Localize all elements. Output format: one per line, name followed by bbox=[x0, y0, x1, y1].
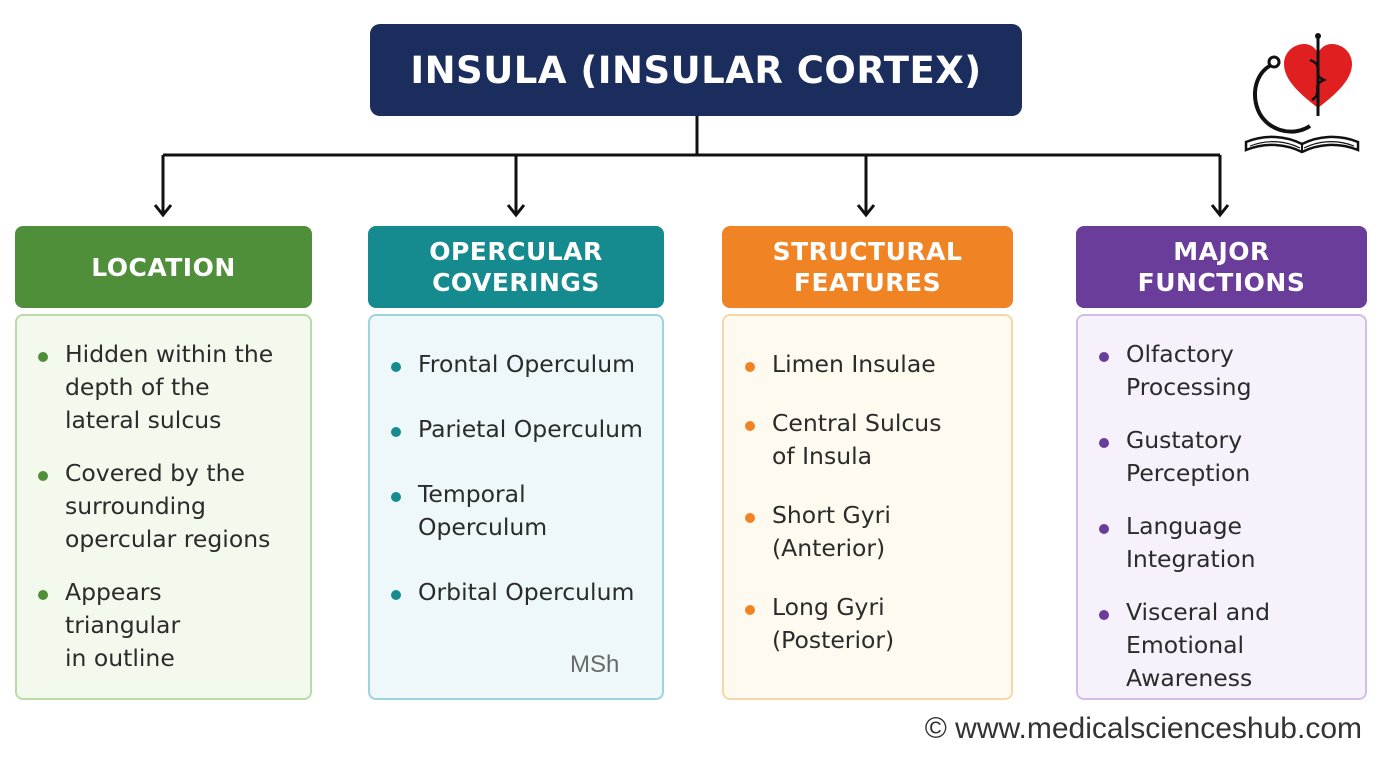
list-item-line: in outline bbox=[65, 644, 175, 672]
list-item-line: of Insula bbox=[772, 442, 873, 470]
list-item-line: Appears bbox=[65, 578, 162, 606]
list-item-line: lateral sulcus bbox=[65, 406, 222, 434]
bullet-dot-icon bbox=[391, 590, 401, 600]
bullet-dot-icon bbox=[745, 513, 755, 523]
list-item-line: triangular bbox=[65, 611, 181, 639]
list-item-line: Temporal Operculum bbox=[418, 480, 548, 541]
list-item-line: Covered by the bbox=[65, 459, 246, 487]
list-item-line: Hidden within the bbox=[65, 340, 274, 368]
list-item: Orbital Operculum bbox=[388, 576, 652, 609]
location-list: Hidden within the depth of the lateral sul… bbox=[35, 338, 300, 675]
list-item: Covered by the surrounding opercular regio… bbox=[35, 457, 300, 556]
list-item-line: (Posterior) bbox=[772, 626, 895, 654]
list-item-line: surrounding bbox=[65, 492, 206, 520]
list-item: Frontal Operculum bbox=[388, 348, 652, 381]
watermark: MSh bbox=[570, 651, 620, 678]
list-item-line: Frontal Operculum bbox=[418, 350, 635, 378]
list-item-line: Perception bbox=[1126, 459, 1251, 487]
bullet-dot-icon bbox=[38, 590, 48, 600]
bullet-dot-icon bbox=[391, 362, 401, 372]
bullet-dot-icon bbox=[1099, 610, 1109, 620]
list-item: Hidden within the depth of the lateral sul… bbox=[35, 338, 300, 437]
list-item: Limen Insulae bbox=[742, 348, 1001, 381]
bullet-dot-icon bbox=[391, 492, 401, 502]
list-item: Temporal Operculum bbox=[388, 478, 652, 544]
arrow-structural bbox=[856, 204, 876, 218]
list-item-line: Orbital Operculum bbox=[418, 578, 635, 606]
list-item-line: Visceral and bbox=[1126, 598, 1270, 626]
list-item-line: Awareness bbox=[1126, 664, 1253, 692]
list-item-line: Olfactory bbox=[1126, 340, 1234, 368]
diagram-title: INSULA (INSULAR CORTEX) bbox=[370, 24, 1022, 116]
bullet-dot-icon bbox=[1099, 524, 1109, 534]
location-panel: Hidden within the depth of the lateral sul… bbox=[15, 314, 312, 700]
list-item-line: Gustatory bbox=[1126, 426, 1243, 454]
bullet-dot-icon bbox=[745, 362, 755, 372]
list-item: Parietal Operculum bbox=[388, 413, 652, 446]
bullet-dot-icon bbox=[38, 471, 48, 481]
heart-caduceus-stethoscope-book-icon bbox=[1244, 33, 1360, 154]
bullet-dot-icon bbox=[745, 605, 755, 615]
list-item: Short Gyri (Anterior) bbox=[742, 499, 1001, 565]
copyright-footer: © www.medicalscienceshub.com bbox=[924, 712, 1362, 745]
bullet-dot-icon bbox=[1099, 438, 1109, 448]
list-item-line: Central Sulcus bbox=[772, 409, 942, 437]
list-item-line: Short Gyri bbox=[772, 501, 891, 529]
list-item-line: Long Gyri bbox=[772, 593, 885, 621]
list-item-line: Limen Insulae bbox=[772, 350, 936, 378]
list-item-line: Language bbox=[1126, 512, 1242, 540]
arrow-opercular bbox=[506, 204, 526, 218]
list-item: Appears triangular in outline bbox=[35, 576, 300, 675]
list-item-line: (Anterior) bbox=[772, 534, 886, 562]
bullet-dot-icon bbox=[391, 427, 401, 437]
list-item-line: opercular regions bbox=[65, 525, 271, 553]
arrow-location bbox=[153, 204, 173, 218]
bullet-dot-icon bbox=[38, 352, 48, 362]
bullet-dot-icon bbox=[1099, 352, 1109, 362]
bullet-dot-icon bbox=[745, 421, 755, 431]
list-item-line: Emotional bbox=[1126, 631, 1245, 659]
arrow-functions bbox=[1210, 204, 1230, 218]
list-item-line: Processing bbox=[1126, 373, 1252, 401]
list-item-line: Integration bbox=[1126, 545, 1256, 573]
list-item: Long Gyri (Posterior) bbox=[742, 591, 1001, 657]
location-header: LOCATION bbox=[15, 226, 312, 308]
list-item-line: Parietal Operculum bbox=[418, 415, 643, 443]
list-item-line: depth of the bbox=[65, 373, 210, 401]
list-item: Central Sulcus of Insula bbox=[742, 407, 1001, 473]
